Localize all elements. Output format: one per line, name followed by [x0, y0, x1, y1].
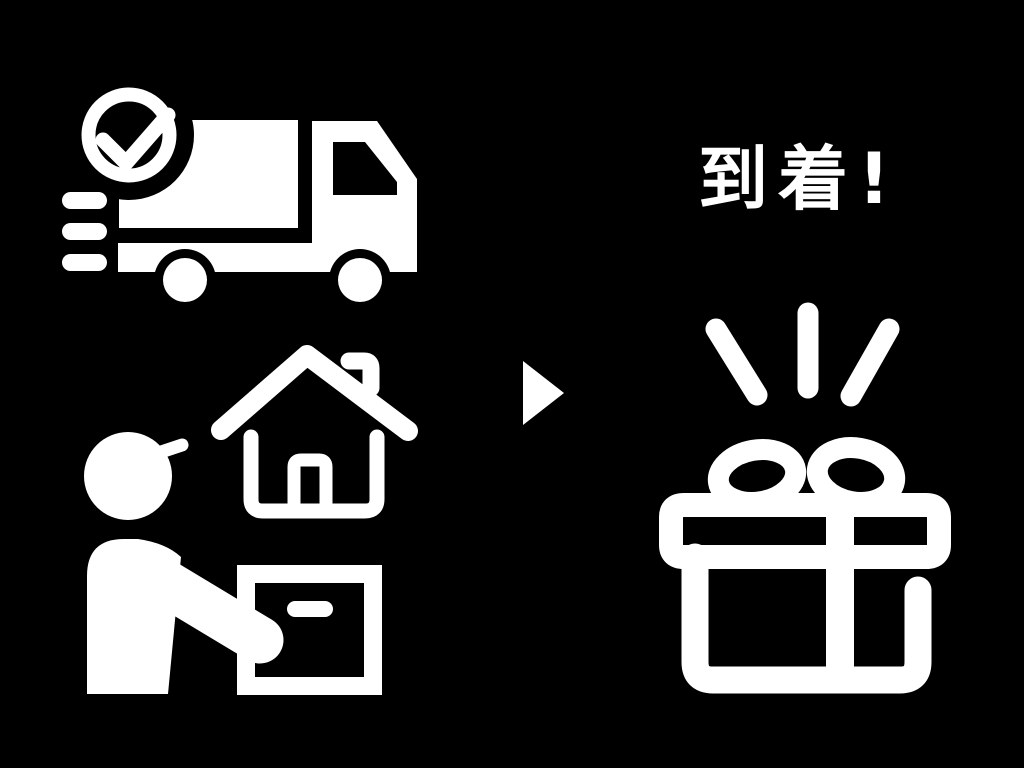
truck-wheel: [163, 258, 207, 302]
gift-lid-left: [659, 493, 840, 569]
gift-box-icon: [659, 302, 951, 694]
courier-delivery-icon: [84, 345, 418, 695]
checkmark-icon: [95, 107, 176, 171]
gift-lid-right: [839, 493, 951, 569]
gift-box-body: [681, 543, 932, 694]
delivery-truck-icon: [62, 70, 417, 311]
courier-cap-brim: [154, 438, 189, 459]
courier-arm: [128, 551, 284, 664]
truck-window: [333, 142, 397, 195]
courier-person-icon: [84, 432, 284, 694]
speed-line: [62, 254, 107, 271]
burst-line-left: [705, 318, 768, 406]
right-arrow-icon: [523, 361, 564, 425]
speed-line: [62, 223, 107, 240]
house-door: [287, 453, 333, 519]
house-icon: [211, 345, 418, 519]
burst-line-right: [840, 318, 900, 407]
arrival-label: 到着!: [698, 138, 900, 220]
truck-wheel: [338, 258, 382, 302]
house-roof: [211, 345, 418, 441]
speed-line: [62, 192, 107, 209]
house-chimney: [340, 352, 380, 397]
check-circle-icon: [81, 87, 177, 183]
house-walls: [243, 429, 385, 519]
courier-head: [84, 432, 172, 520]
